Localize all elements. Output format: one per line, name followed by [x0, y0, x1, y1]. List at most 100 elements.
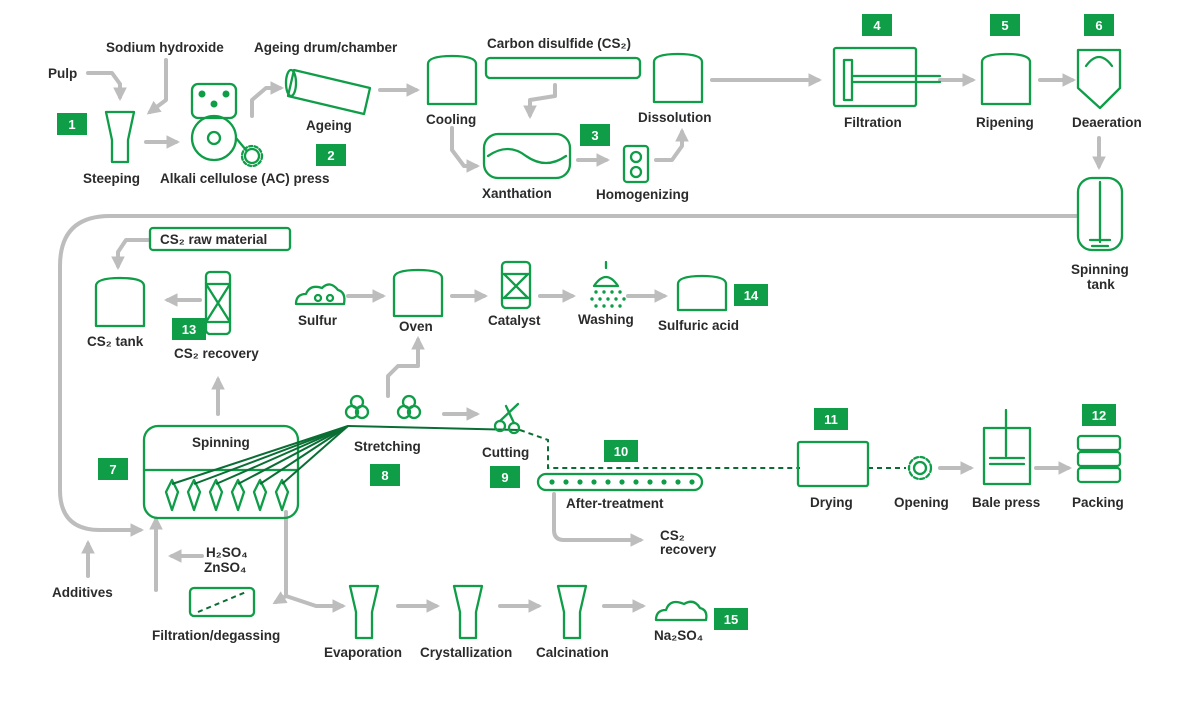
svg-text:15: 15 — [724, 612, 738, 627]
label-spinning-tank-2: tank — [1087, 277, 1115, 292]
svg-text:8: 8 — [381, 468, 388, 483]
ac-press-icon — [190, 82, 264, 168]
label-calcination: Calcination — [536, 645, 609, 660]
label-ac-press: Alkali cellulose (AC) press — [160, 171, 330, 186]
step-badges: 1 2 3 4 5 6 7 8 9 10 11 12 13 14 15 — [57, 14, 1116, 630]
ripening-tank-icon — [980, 52, 1032, 106]
label-xanthation: Xanthation — [482, 186, 552, 201]
label-cs2-raw-material: CS₂ raw material — [160, 232, 267, 247]
label-filtration-degassing: Filtration/degassing — [152, 628, 280, 643]
badge-9: 9 — [490, 466, 520, 488]
badge-15: 15 — [714, 608, 748, 630]
label-cutting: Cutting — [482, 445, 529, 460]
svg-text:13: 13 — [182, 322, 196, 337]
label-drying: Drying — [810, 495, 853, 510]
label-ageing: Ageing — [306, 118, 352, 133]
label-cooling: Cooling — [426, 112, 476, 127]
spinnerets — [164, 478, 290, 512]
badge-5: 5 — [990, 14, 1020, 36]
badge-3: 3 — [580, 124, 610, 146]
xanthation-vessel-icon — [482, 132, 572, 180]
na2so4-cloud-icon — [654, 600, 708, 622]
homogenizer-icon — [622, 144, 650, 184]
scissors-icon — [493, 402, 521, 435]
svg-text:11: 11 — [824, 412, 838, 427]
label-stretching: Stretching — [354, 439, 421, 454]
label-ripening: Ripening — [976, 115, 1034, 130]
svg-text:9: 9 — [501, 470, 508, 485]
stretching-rollers-icon — [344, 394, 521, 431]
cs2-raw-material-box — [148, 226, 292, 252]
spinning-tank-icon — [1076, 176, 1124, 252]
badge-11: 11 — [814, 408, 848, 430]
svg-text:6: 6 — [1095, 18, 1102, 33]
packing-icon — [1076, 434, 1122, 484]
badge-14: 14 — [734, 284, 768, 306]
svg-text:4: 4 — [873, 18, 881, 33]
label-oven: Oven — [399, 319, 433, 334]
label-homogenizing: Homogenizing — [596, 187, 689, 202]
label-crystallization: Crystallization — [420, 645, 512, 660]
after-treatment-belt-icon — [536, 472, 704, 492]
label-steeping: Steeping — [83, 171, 140, 186]
badge-7: 7 — [98, 458, 128, 480]
shower-icon — [590, 260, 626, 308]
svg-text:10: 10 — [614, 444, 628, 459]
evaporation-funnel-icon — [348, 584, 380, 640]
flow-arrows — [58, 58, 1106, 613]
badge-8: 8 — [370, 464, 400, 486]
sulfuric-acid-tank-icon — [676, 274, 728, 312]
badge-12: 12 — [1082, 404, 1116, 426]
label-evaporation: Evaporation — [324, 645, 402, 660]
label-packing: Packing — [1072, 495, 1124, 510]
label-cs2-recovery-2b: recovery — [660, 542, 717, 557]
label-bale-press: Bale press — [972, 495, 1040, 510]
badge-10: 10 — [604, 440, 638, 462]
filtration-degassing-icon — [188, 586, 256, 618]
bale-press-icon — [982, 408, 1032, 486]
cooling-tank-icon — [426, 54, 478, 106]
label-dissolution: Dissolution — [638, 110, 712, 125]
calcination-funnel-icon — [556, 584, 588, 640]
cs2-supply-pipe — [484, 56, 642, 80]
badge-6: 6 — [1084, 14, 1114, 36]
cs2-tank-icon — [94, 276, 146, 328]
ageing-drum-icon — [284, 68, 372, 116]
label-cs2-recovery-2a: CS₂ — [660, 528, 685, 543]
fiber-path — [519, 429, 800, 469]
dryer-icon — [796, 440, 870, 488]
dissolution-tank-icon — [652, 52, 704, 104]
label-znso4: ZnSO₄ — [204, 560, 246, 575]
label-washing: Washing — [578, 312, 634, 327]
label-spinning-tank-1: Spinning — [1071, 262, 1129, 277]
label-additives: Additives — [52, 585, 113, 600]
cs2-recovery-column-icon — [204, 270, 232, 336]
label-deaeration: Deaeration — [1072, 115, 1142, 130]
sulfur-cloud-icon — [294, 283, 346, 306]
label-cs2-tank: CS₂ tank — [87, 334, 144, 349]
svg-text:5: 5 — [1001, 18, 1008, 33]
svg-text:12: 12 — [1092, 408, 1106, 423]
label-sulfuric-acid: Sulfuric acid — [658, 318, 739, 333]
badge-1: 1 — [57, 113, 87, 135]
svg-text:2: 2 — [327, 148, 334, 163]
catalyst-icon — [500, 260, 532, 310]
svg-text:1: 1 — [68, 117, 75, 132]
steeping-funnel-icon — [104, 110, 136, 164]
label-carbon-disulfide: Carbon disulfide (CS₂) — [487, 36, 631, 51]
label-catalyst: Catalyst — [488, 313, 541, 328]
svg-text:7: 7 — [109, 462, 116, 477]
fiber-bundle — [171, 425, 349, 485]
crystallization-funnel-icon — [452, 584, 484, 640]
label-filtration: Filtration — [844, 115, 902, 130]
label-sodium-hydroxide: Sodium hydroxide — [106, 40, 224, 55]
deaeration-vessel-icon — [1076, 48, 1122, 110]
label-cs2-recovery: CS₂ recovery — [174, 346, 259, 361]
oven-tank-icon — [392, 268, 444, 318]
badge-13: 13 — [172, 318, 206, 340]
label-after-treatment: After-treatment — [566, 496, 664, 511]
process-labels: Pulp Sodium hydroxide Ageing drum/chambe… — [48, 36, 1142, 660]
spinning-machine-icon — [142, 424, 349, 520]
label-sulfur: Sulfur — [298, 313, 338, 328]
